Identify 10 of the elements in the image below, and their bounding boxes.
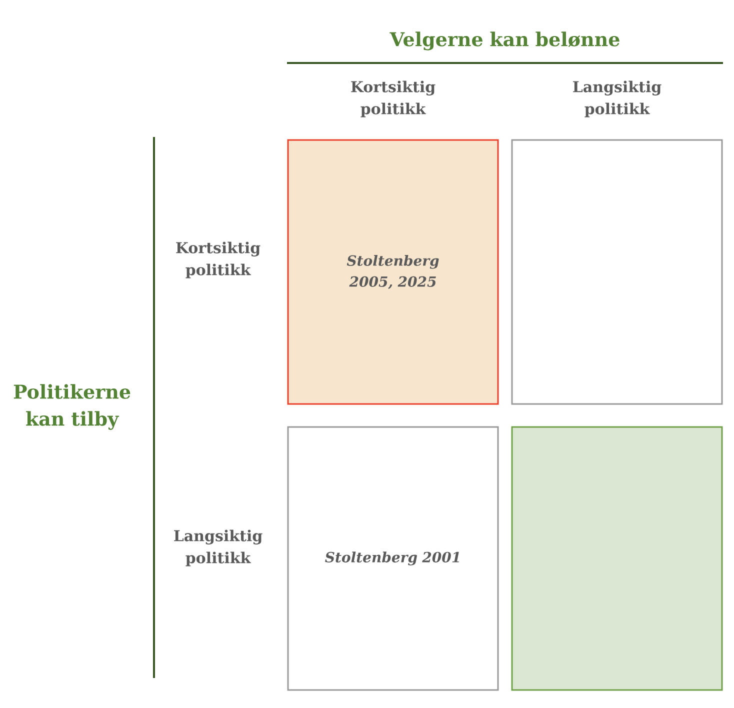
quadrant-box [511,426,723,691]
quadrant-box [511,139,723,405]
row-header: Langsiktig politikk [174,530,262,566]
quadrant-box: Stoltenberg 2005, 2025 [287,139,499,405]
row-header: Kortsiktig politikk [176,242,260,278]
column-header: Kortsiktig politikk [351,80,436,118]
quadrant-box: Stoltenberg 2001 [287,426,499,691]
axis-heading: Velgerne kan belønne [390,32,620,50]
axis-heading: Politikerne kan tilby [14,384,130,430]
column-header: Langsiktig politikk [573,80,662,118]
